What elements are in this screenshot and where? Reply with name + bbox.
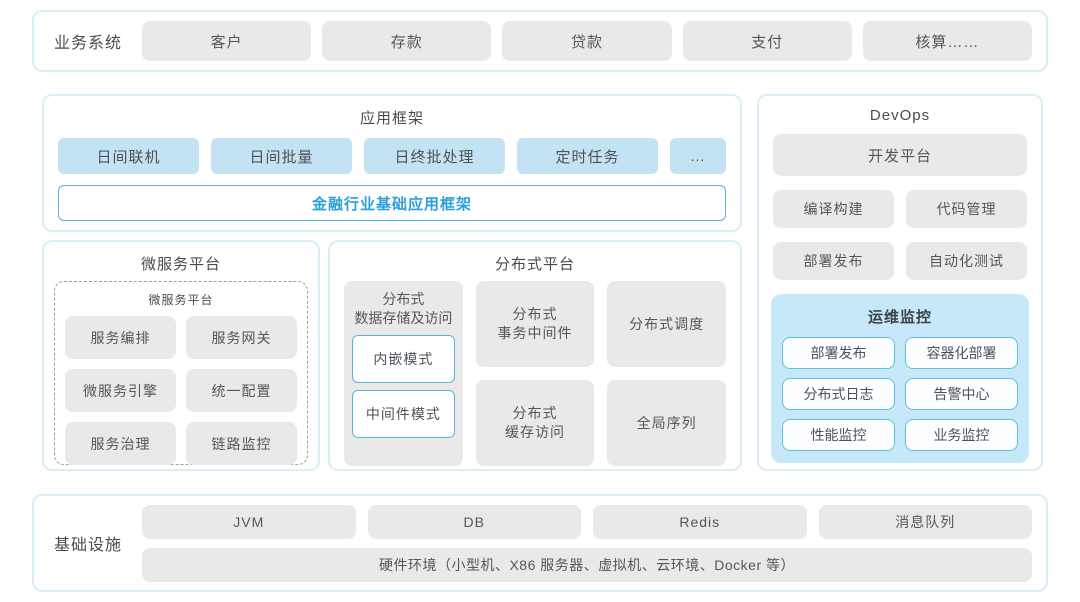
infrastructure-panel: 基础设施 JVM DB Redis 消息队列 硬件环境（小型机、X86 服务器、… (32, 494, 1048, 592)
micro-item-trace-monitor: 链路监控 (186, 422, 297, 465)
app-item-more: ... (670, 138, 726, 174)
devops-dev-platform: 开发平台 (773, 134, 1027, 176)
devops-item-code-mgmt: 代码管理 (906, 190, 1027, 228)
business-item-loan: 贷款 (502, 21, 672, 61)
business-item-payment: 支付 (682, 21, 852, 61)
ops-monitor-title: 运维监控 (867, 309, 932, 326)
micro-item-orchestration: 服务编排 (65, 316, 176, 359)
micro-item-gateway: 服务网关 (186, 316, 297, 359)
business-items-row: 客户 存款 贷款 支付 核算…… (142, 21, 1033, 61)
distributed-transaction-middleware: 分布式 事务中间件 (475, 281, 595, 367)
distributed-storage-box: 分布式 数据存储及访问 内嵌模式 中间件模式 (344, 281, 463, 466)
micro-item-unified-config: 统一配置 (186, 369, 297, 412)
finance-base-framework-bar: 金融行业基础应用框架 (58, 185, 726, 221)
ops-monitor-panel: 运维监控 部署发布 容器化部署 分布式日志 告警中心 性能监控 业务监控 (771, 294, 1029, 463)
devops-item-auto-test: 自动化测试 (906, 242, 1027, 280)
app-item-eod-batch: 日终批处理 (364, 138, 505, 174)
business-item-deposit: 存款 (322, 21, 492, 61)
devops-items-grid: 编译构建 代码管理 部署发布 自动化测试 (773, 190, 1027, 280)
app-item-daytime-online: 日间联机 (58, 138, 199, 174)
monitor-item-alert-center: 告警中心 (905, 378, 1018, 410)
app-framework-panel: 应用框架 日间联机 日间批量 日终批处理 定时任务 ... 金融行业基础应用框架 (42, 94, 742, 232)
devops-title: DevOps (869, 107, 931, 124)
global-sequence: 全局序列 (607, 380, 727, 466)
micro-item-engine: 微服务引擎 (65, 369, 176, 412)
microservice-inner-title: 微服务平台 (148, 293, 214, 307)
business-system-label: 业务系统 (53, 35, 122, 52)
app-framework-title: 应用框架 (359, 110, 424, 127)
microservice-inner-box: 微服务平台 服务编排 服务网关 微服务引擎 统一配置 服务治理 链路监控 (54, 281, 308, 465)
microservice-panel: 微服务平台 微服务平台 服务编排 服务网关 微服务引擎 统一配置 服务治理 链路… (42, 240, 320, 471)
devops-item-deploy: 部署发布 (773, 242, 894, 280)
app-item-daytime-batch: 日间批量 (211, 138, 352, 174)
distributed-title: 分布式平台 (494, 256, 575, 273)
infrastructure-label: 基础设施 (53, 537, 122, 554)
distributed-scheduling: 分布式调度 (607, 281, 727, 367)
distributed-storage-title: 分布式 数据存储及访问 (354, 291, 453, 326)
app-item-scheduled-task: 定时任务 (517, 138, 658, 174)
business-system-panel: 业务系统 客户 存款 贷款 支付 核算…… (32, 10, 1048, 72)
infrastructure-body: JVM DB Redis 消息队列 硬件环境（小型机、X86 服务器、虚拟机、云… (142, 504, 1032, 582)
app-framework-items-row: 日间联机 日间批量 日终批处理 定时任务 ... (58, 138, 726, 174)
business-item-accounting: 核算…… (862, 21, 1033, 61)
monitor-item-performance: 性能监控 (782, 419, 895, 451)
microservice-grid: 服务编排 服务网关 微服务引擎 统一配置 服务治理 链路监控 (65, 316, 297, 465)
business-item-customer: 客户 (142, 21, 312, 61)
monitor-item-deploy: 部署发布 (782, 337, 895, 369)
microservice-title: 微服务平台 (140, 256, 221, 273)
devops-panel: DevOps 开发平台 编译构建 代码管理 部署发布 自动化测试 运维监控 部署… (757, 94, 1043, 471)
storage-mode-middleware: 中间件模式 (352, 389, 455, 438)
monitor-item-business: 业务监控 (905, 419, 1018, 451)
hardware-environment-bar: 硬件环境（小型机、X86 服务器、虚拟机、云环境、Docker 等） (142, 547, 1032, 582)
distributed-middle-column: 分布式 事务中间件 分布式 缓存访问 (475, 281, 595, 466)
distributed-right-column: 分布式调度 全局序列 (607, 281, 727, 466)
infra-item-redis: Redis (593, 504, 807, 539)
monitor-item-distributed-log: 分布式日志 (782, 378, 895, 410)
micro-item-governance: 服务治理 (65, 422, 176, 465)
infrastructure-items-row: JVM DB Redis 消息队列 (142, 504, 1032, 539)
infra-item-jvm: JVM (142, 504, 356, 539)
devops-item-build: 编译构建 (773, 190, 894, 228)
distributed-panel: 分布式平台 分布式 数据存储及访问 内嵌模式 中间件模式 分布式 事务中间件 分… (328, 240, 742, 471)
ops-monitor-grid: 部署发布 容器化部署 分布式日志 告警中心 性能监控 业务监控 (782, 337, 1018, 451)
infra-item-mq: 消息队列 (818, 504, 1032, 539)
distributed-cache-access: 分布式 缓存访问 (475, 380, 595, 466)
distributed-body: 分布式 数据存储及访问 内嵌模式 中间件模式 分布式 事务中间件 分布式 缓存访… (344, 281, 727, 466)
storage-mode-embedded: 内嵌模式 (352, 334, 455, 383)
distributed-storage-column: 分布式 数据存储及访问 内嵌模式 中间件模式 (344, 281, 463, 466)
monitor-item-container-deploy: 容器化部署 (905, 337, 1018, 369)
infra-item-db: DB (367, 504, 581, 539)
